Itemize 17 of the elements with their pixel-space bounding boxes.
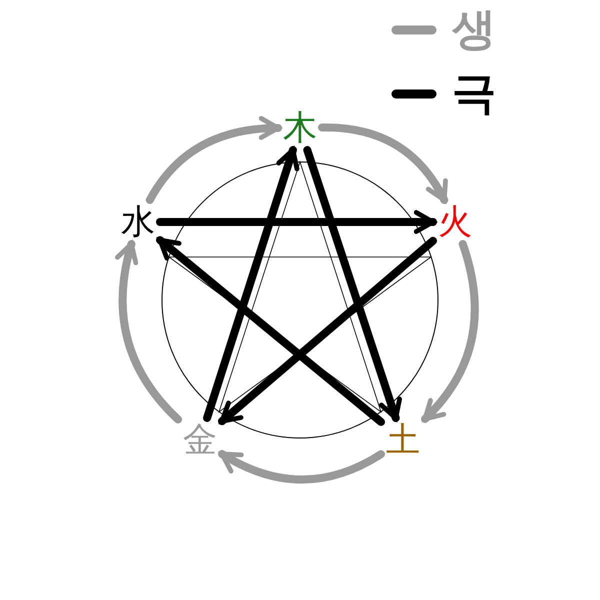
element-label: 金 [178, 418, 222, 462]
arrow [421, 240, 479, 423]
element-label: 木 [278, 106, 322, 150]
arrow [318, 124, 448, 204]
arrow [146, 116, 282, 204]
legend-text: 생 [452, 8, 496, 52]
arrow [203, 146, 300, 422]
arrow [218, 236, 437, 426]
arrow [218, 450, 385, 484]
arrow [156, 236, 385, 426]
element-label: 土 [381, 418, 425, 462]
element-label: 水 [116, 200, 160, 244]
arrow [156, 210, 437, 234]
legend-text: 극 [452, 72, 496, 116]
element-label: 火 [433, 200, 477, 244]
arrow [116, 240, 182, 424]
arrow [303, 146, 402, 422]
